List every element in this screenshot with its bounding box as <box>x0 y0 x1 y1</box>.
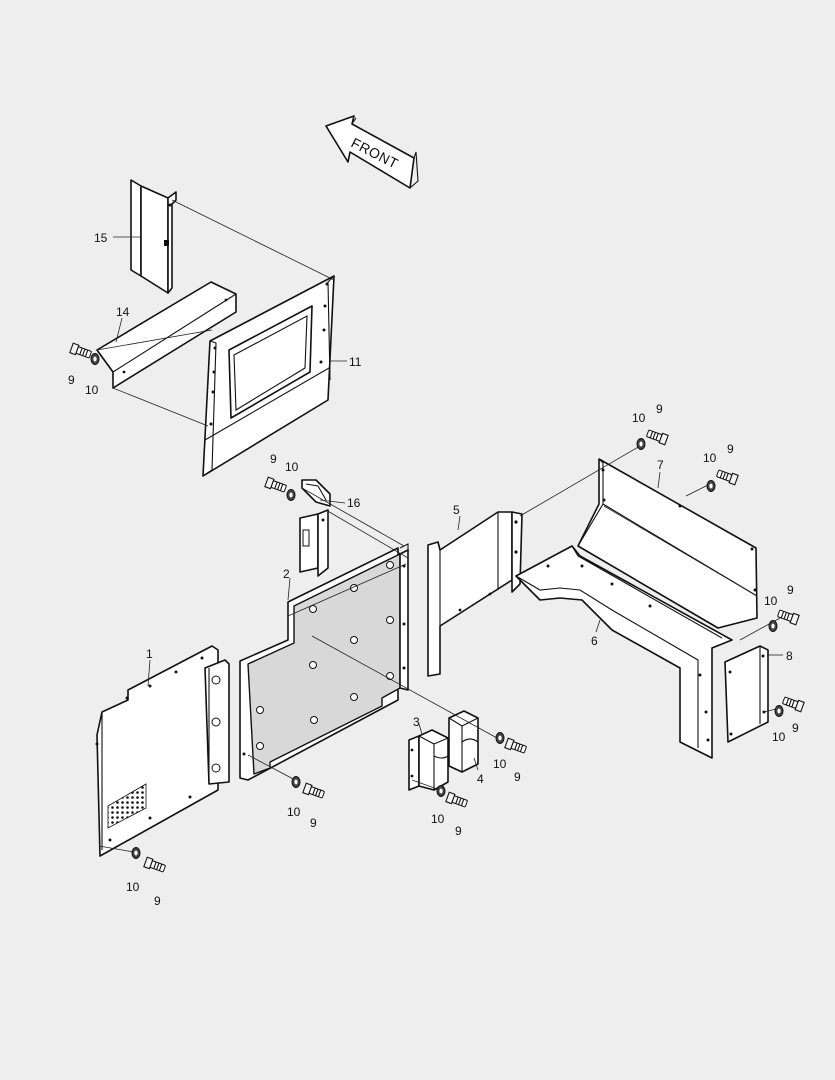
callout-2: 2 <box>283 567 290 581</box>
callout-washer: 10 <box>703 451 717 465</box>
callout-16: 16 <box>347 496 361 510</box>
fastener-set-7a <box>636 427 669 450</box>
callout-6: 6 <box>591 634 598 648</box>
callout-washer: 10 <box>493 757 507 771</box>
callout-7: 7 <box>657 458 664 472</box>
callout-bolt: 9 <box>514 770 521 784</box>
fastener-set-2 <box>291 776 326 801</box>
part-15-bracket <box>130 179 177 294</box>
fastener-set-8 <box>774 694 805 717</box>
callout-5: 5 <box>453 503 460 517</box>
callout-11: 11 <box>349 355 362 369</box>
callout-bolt: 9 <box>455 824 462 838</box>
front-direction-arrow: FRONT <box>325 115 419 189</box>
callout-bolt: 9 <box>792 721 799 735</box>
part-2-main-panel <box>239 543 409 781</box>
part-4-block <box>448 710 479 773</box>
callout-bolt: 9 <box>656 402 663 416</box>
part-11-frame-panel <box>202 275 335 477</box>
fastener-set-4 <box>495 732 528 756</box>
part-6-lower-bracket <box>515 545 733 759</box>
part-3-block <box>408 729 449 791</box>
callout-washer: 10 <box>287 805 301 819</box>
part-14-angle <box>96 281 237 389</box>
leader-lines <box>96 199 783 853</box>
part-1-cover-panel <box>95 645 230 857</box>
callout-bolt: 9 <box>68 373 75 387</box>
callout-bolt: 9 <box>787 583 794 597</box>
callout-bolt: 9 <box>727 442 734 456</box>
fastener-set-7b <box>706 467 739 492</box>
fastener-set-14 <box>69 342 100 365</box>
callout-washer: 10 <box>285 460 299 474</box>
callout-washer: 10 <box>632 411 646 425</box>
part-16-small-bracket <box>299 479 331 577</box>
callout-3: 3 <box>413 715 420 729</box>
part-callouts: 15 14 11 16 5 7 2 6 8 1 3 4 <box>94 231 793 786</box>
callout-bolt: 9 <box>154 894 161 908</box>
fastener-set-16 <box>264 476 296 501</box>
callout-1: 1 <box>146 647 153 661</box>
hardware-callouts: 9 10 9 10 10 9 10 9 10 9 10 9 10 9 10 9 … <box>68 373 799 908</box>
callout-washer: 10 <box>764 594 778 608</box>
fastener-set-1 <box>131 847 167 875</box>
callout-washer: 10 <box>772 730 786 744</box>
callout-bolt: 9 <box>310 816 317 830</box>
callout-14: 14 <box>116 305 130 319</box>
callout-bolt: 9 <box>270 452 277 466</box>
part-8-side-plate <box>724 645 769 743</box>
callout-8: 8 <box>786 649 793 663</box>
fastener-set-3 <box>436 785 469 810</box>
fastener-set-7c <box>768 607 800 632</box>
part-5-bracket <box>427 511 523 677</box>
callout-washer: 10 <box>431 812 445 826</box>
callout-washer: 10 <box>126 880 140 894</box>
callout-15: 15 <box>94 231 108 245</box>
callout-washer: 10 <box>85 383 99 397</box>
callout-4: 4 <box>477 772 484 786</box>
